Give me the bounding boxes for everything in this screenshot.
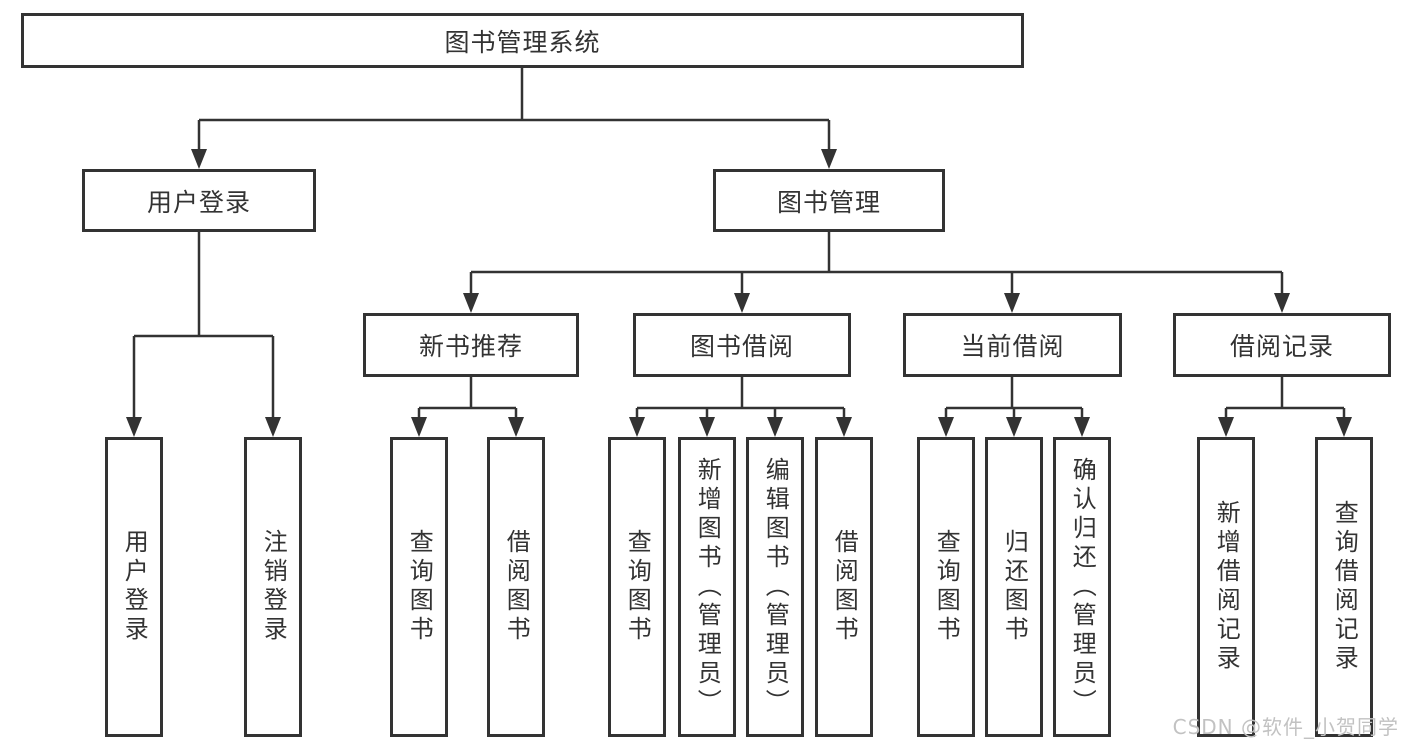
leaf-borrow-books-recommend: 借阅图书	[487, 437, 545, 737]
leaf-borrow-books: 借阅图书	[815, 437, 873, 737]
node-borrowing-records: 借阅记录	[1173, 313, 1391, 377]
node-library-management-system: 图书管理系统	[21, 13, 1024, 68]
leaf-add-books-admin: 新增图书（管理员）	[678, 437, 736, 737]
node-new-book-recommendation: 新书推荐	[363, 313, 579, 377]
leaf-add-borrow-record: 新增借阅记录	[1197, 437, 1255, 737]
leaf-query-borrow-record: 查询借阅记录	[1315, 437, 1373, 737]
node-current-borrowing: 当前借阅	[903, 313, 1122, 377]
node-book-borrowing: 图书借阅	[633, 313, 851, 377]
leaf-user-login: 用户登录	[105, 437, 163, 737]
csdn-watermark: CSDN @软件_小贺同学	[1172, 715, 1399, 739]
leaf-logout: 注销登录	[244, 437, 302, 737]
leaf-query-books-current: 查询图书	[917, 437, 975, 737]
arrowheads	[126, 149, 1352, 437]
leaf-query-books-recommend: 查询图书	[390, 437, 448, 737]
leaf-return-books: 归还图书	[985, 437, 1043, 737]
leaf-confirm-return-admin: 确认归还（管理员）	[1053, 437, 1111, 737]
leaf-edit-books-admin: 编辑图书（管理员）	[746, 437, 804, 737]
node-user-login: 用户登录	[82, 169, 316, 232]
node-book-management: 图书管理	[713, 169, 945, 232]
leaf-query-books-borrow: 查询图书	[608, 437, 666, 737]
